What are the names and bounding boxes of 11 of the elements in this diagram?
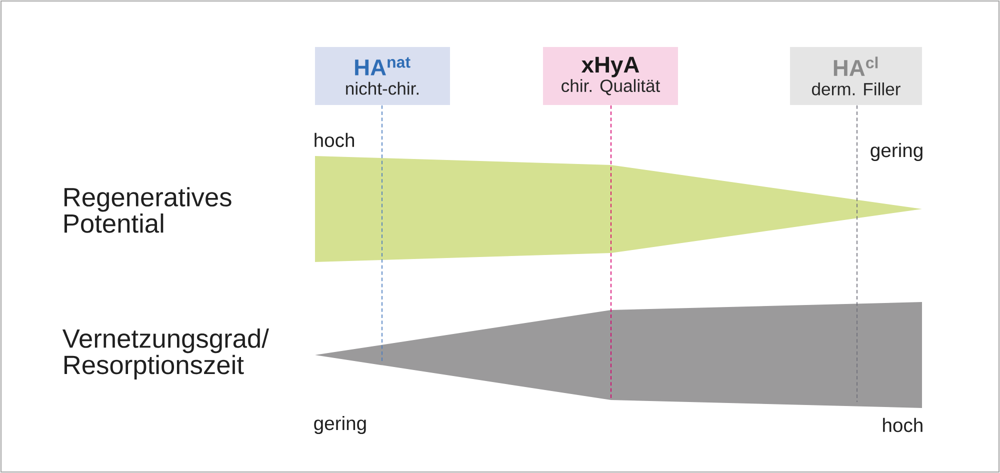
leader-line [856, 104, 858, 402]
label-box: HA$^{nat}$ nicht-chir. [315, 47, 450, 105]
scale-label: hoch [883, 418, 922, 432]
scale-label: gering [314, 416, 366, 434]
leader-line [610, 104, 612, 398]
row-label: Vernetzungsgrad/ Resorptionszeit [62, 328, 269, 380]
scale-label: gering [870, 143, 922, 161]
label-box: xHyA chir. Qualität [543, 47, 678, 105]
label-box: HA$^{cl}$ derm. Filler [790, 47, 922, 105]
row-label: Regeneratives Potential [64, 187, 232, 233]
scale-label: hoch [314, 132, 354, 148]
